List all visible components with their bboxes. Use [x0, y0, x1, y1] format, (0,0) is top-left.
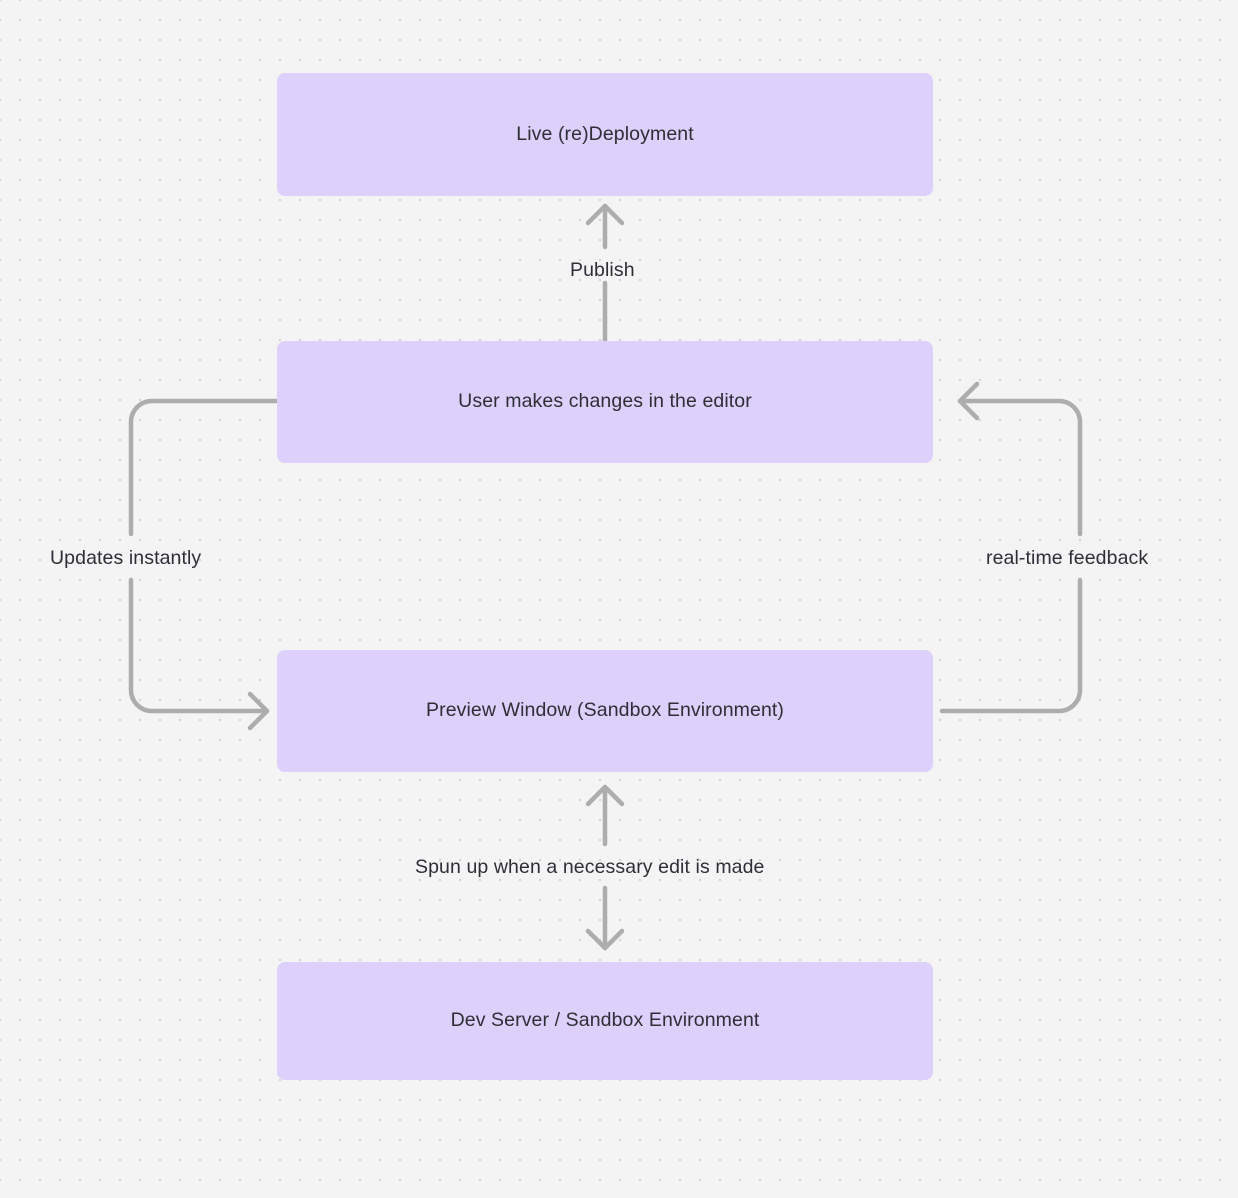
edge-label-updates-instantly: Updates instantly: [50, 547, 202, 569]
node-label: Dev Server / Sandbox Environment: [450, 1009, 760, 1032]
node-user-makes-changes[interactable]: User makes changes in the editor: [277, 341, 933, 463]
edge-label-publish: Publish: [570, 259, 635, 281]
node-label: User makes changes in the editor: [458, 390, 752, 413]
edge-label-real-time-feedback: real-time feedback: [986, 547, 1149, 569]
node-dev-server[interactable]: Dev Server / Sandbox Environment: [277, 962, 933, 1080]
node-label: Preview Window (Sandbox Environment): [426, 699, 784, 722]
node-label: Live (re)Deployment: [516, 122, 694, 145]
node-preview-window[interactable]: Preview Window (Sandbox Environment): [277, 650, 933, 772]
edge-label-spun-up: Spun up when a necessary edit is made: [415, 856, 765, 878]
node-live-redeployment[interactable]: Live (re)Deployment: [277, 73, 933, 196]
